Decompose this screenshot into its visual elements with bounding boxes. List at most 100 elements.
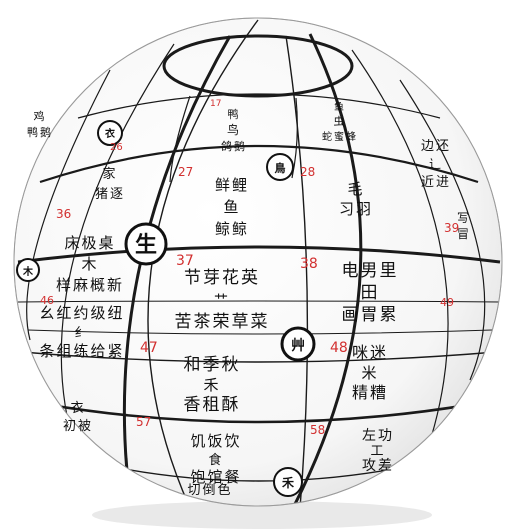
cell-glyphs: 幺红约级纽 — [39, 304, 124, 322]
cell-glyphs: 边还 — [421, 139, 451, 154]
cell-glyphs: 攻差 — [362, 458, 394, 474]
latitude-3 — [21, 351, 497, 363]
cell-glyphs: 切倒色 — [187, 482, 232, 498]
cell-glyphs: 虫 — [334, 115, 347, 128]
cell-glyphs: 猪逐 — [95, 187, 125, 202]
badge-sheng-label: 生 — [135, 233, 157, 258]
cell-glyphs: 电男里 — [342, 261, 399, 281]
badge-cao: 艸 — [280, 326, 316, 362]
latitude-equator — [17, 245, 501, 264]
cell-glyphs: 衣 — [70, 400, 85, 416]
longitude-3 — [60, 43, 175, 431]
cell-number: 58 — [310, 423, 325, 437]
cell-glyphs: 床极桌 — [64, 234, 115, 252]
cell-glyphs: 毛 — [347, 180, 364, 198]
badge-he-label: 禾 — [282, 476, 295, 490]
cell-glyphs: 鲜鲤 — [215, 176, 249, 194]
cell-glyphs: 艹 — [214, 293, 230, 309]
cell-glyphs: 画胃累 — [342, 305, 399, 325]
cell-glyphs: 禾 — [203, 376, 220, 394]
cell-glyphs: 工 — [370, 444, 385, 459]
cell-glyphs: 木 — [81, 255, 98, 273]
cell-glyphs: 鱼 — [223, 198, 240, 216]
latitude-2b — [17, 300, 501, 303]
latitude-2c — [27, 329, 493, 335]
cell-number: 38 — [300, 256, 318, 272]
cell-number: 49 — [440, 296, 454, 309]
badge-mu-label: 木 — [22, 265, 34, 278]
cell-number: 57 — [136, 415, 151, 429]
cell-glyphs: 鸭 — [228, 108, 241, 121]
cell-c67: 切倒色 — [187, 482, 232, 498]
cell-number: 37 — [176, 253, 194, 269]
longitude-short-1 — [169, 95, 191, 183]
cells-layer: 鸭鸟鸽鹅鱼虫蛇蜜蜂鲜鲤鱼鲸鲸毛习羽家猪逐节芽花英艹苦茶荣草菜电男里田画胃累床极桌… — [27, 100, 471, 498]
latitude-5 — [89, 461, 429, 482]
cell-left_low: 衣初被 — [63, 400, 93, 434]
cell-c26: 家猪逐 — [95, 166, 125, 202]
cell-glyphs: 鸭鹅 — [27, 125, 53, 139]
cell-glyphs: 条组练给紧 — [39, 342, 124, 360]
cell-glyphs: 近进 — [421, 175, 451, 190]
longitude-8 — [399, 79, 486, 381]
cell-glyphs: 食 — [208, 452, 223, 468]
sphere-outline — [13, 17, 503, 507]
cell-glyphs: 初被 — [63, 419, 93, 434]
cell-number: 47 — [140, 340, 158, 356]
badge-cao-label: 艸 — [291, 337, 305, 354]
polar-cap — [162, 34, 354, 98]
latitude-1 — [39, 144, 479, 184]
longitude-7 — [351, 49, 449, 471]
cell-glyphs: 蛇蜜蜂 — [322, 130, 358, 143]
cell-number: 46 — [40, 294, 54, 307]
cell-number: 26 — [110, 142, 123, 153]
cell-glyphs: 习羽 — [339, 200, 373, 218]
badge-he: 禾 — [273, 467, 303, 497]
cell-glyphs: 冒 — [457, 227, 471, 241]
badge-sheng: 生 — [124, 222, 168, 266]
cell-glyphs: 节芽花英 — [184, 268, 260, 288]
longitude-2 — [122, 35, 232, 501]
cell-number: 27 — [178, 165, 193, 179]
cell-number: 28 — [300, 165, 315, 179]
cell-glyphs: 样麻概新 — [56, 276, 124, 294]
latitude-0 — [77, 93, 441, 119]
cell-glyphs: 苦茶荣草菜 — [175, 312, 270, 332]
cell-number: 17 — [210, 99, 221, 109]
cell-glyphs: 鸡 — [34, 109, 47, 123]
cell-glyphs: 纟 — [74, 326, 89, 341]
cell-c28: 毛习羽 — [339, 180, 373, 218]
cell-glyphs: 家 — [102, 166, 117, 182]
cell-glyphs: 香租酥 — [184, 395, 241, 415]
cell-glyphs: 鸟 — [227, 122, 241, 137]
cell-glyphs: 米 — [361, 364, 378, 382]
longitude-4 — [26, 69, 111, 341]
cell-glyphs: 写 — [457, 211, 471, 225]
cell-glyphs: 精糟 — [352, 383, 388, 402]
cell-glyphs: 饥饭饮 — [190, 432, 241, 450]
cell-glyphs: 田 — [361, 283, 380, 303]
cell-glyphs: 和季秋 — [184, 355, 241, 375]
badge-niao-label: 鳥 — [275, 161, 286, 175]
badge-niao: 鳥 — [266, 153, 294, 181]
badge-mu: 木 — [16, 258, 40, 282]
cell-glyphs: 咪迷 — [352, 343, 388, 362]
latitude-4 — [43, 402, 475, 424]
badge-yi: 衣 — [97, 120, 123, 146]
cell-number: 36 — [56, 207, 71, 221]
cell-glyphs: 辶 — [429, 157, 443, 171]
